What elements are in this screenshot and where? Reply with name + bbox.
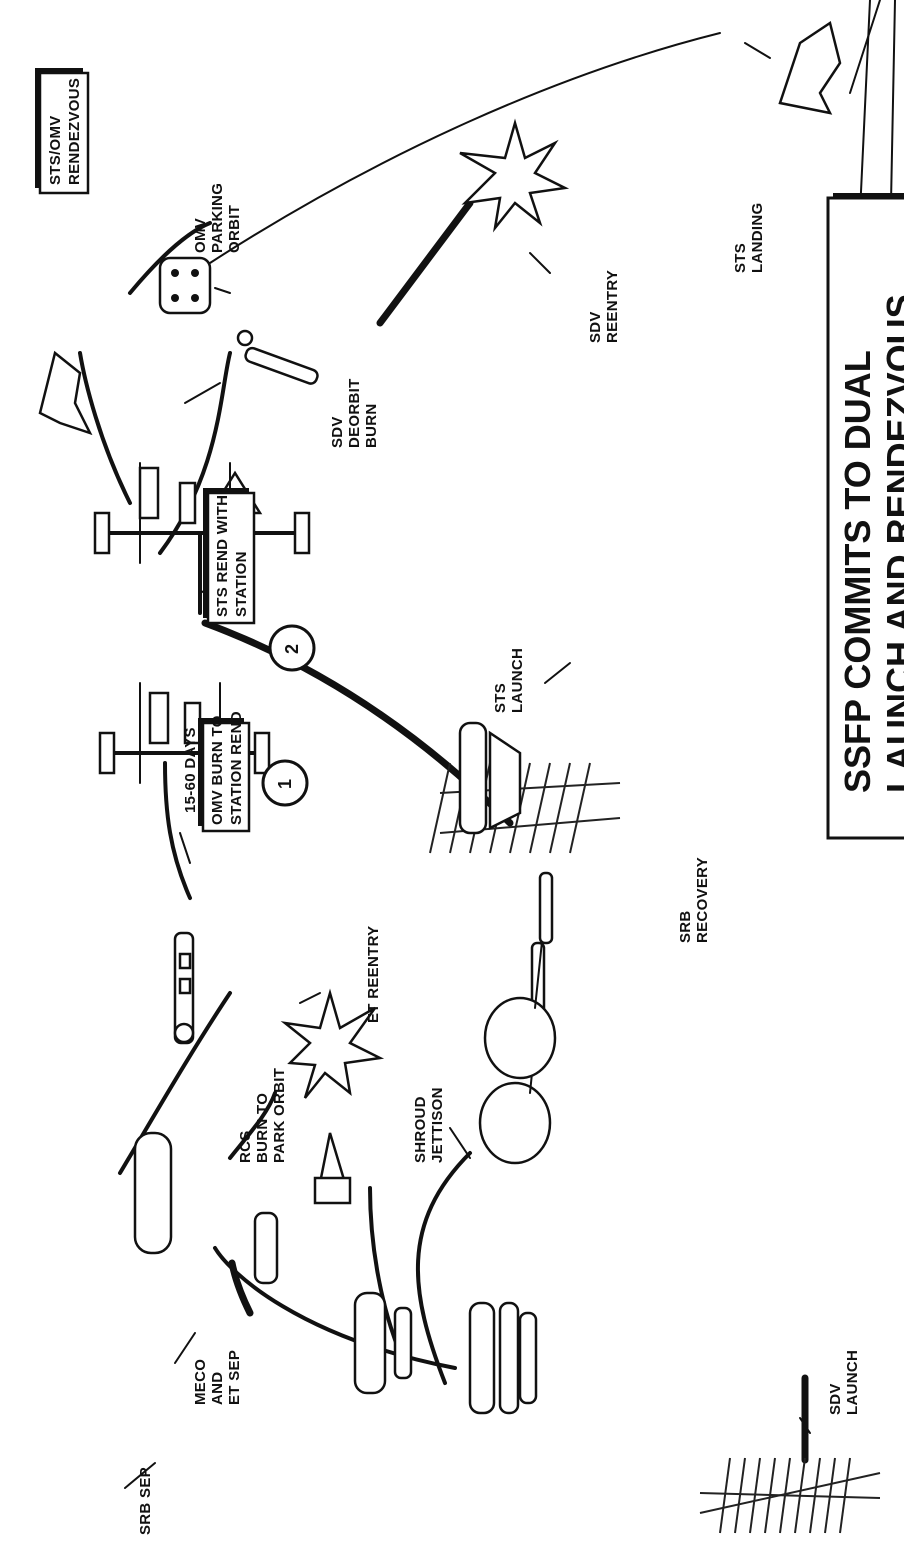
sdv-launch-label-1: SDV xyxy=(827,1383,844,1415)
headline-box: SSFP COMMITS TO DUAL LAUNCH AND RENDEZVO… xyxy=(826,193,904,840)
rcs-burn-path xyxy=(118,991,232,1175)
sts-launch-label-2: LAUNCH xyxy=(509,648,526,713)
et-reentry-label: ET REENTRY xyxy=(365,926,382,1023)
srb-recovery-label-1: SRB xyxy=(677,910,694,943)
omv-parking-label-2: PARKING xyxy=(209,183,226,253)
rcs-label-1: RCS xyxy=(237,1130,254,1163)
omv-burn-label-2: STATION REND xyxy=(228,711,245,825)
omv-return-path xyxy=(128,221,212,295)
shroud-label-2: JETTISON xyxy=(429,1087,446,1163)
meco-label: MECO xyxy=(192,1359,209,1405)
core-stage-icon xyxy=(353,1291,413,1395)
sdv-deorbit-label-2: DEORBIT xyxy=(346,378,363,448)
sts-launch-label-1: STS xyxy=(492,683,509,713)
sdv-launch-pad xyxy=(699,1457,881,1534)
omv-park-path xyxy=(78,351,132,505)
step-1-label: 1 xyxy=(275,779,295,789)
shroud-path xyxy=(368,1186,402,1355)
sts-landing-icon xyxy=(778,0,896,254)
sdv-vehicle-icon xyxy=(468,1301,538,1415)
omv-burn-label-1: OMV BURN TO xyxy=(209,715,226,825)
sdv-deorbit-label-3: BURN xyxy=(363,403,380,448)
step-2-label: 2 xyxy=(282,644,302,654)
omv-parking-icon xyxy=(158,256,212,315)
step-1-marker: 1 xyxy=(261,759,309,807)
srb-sep-path xyxy=(415,1151,472,1385)
labels: MECO AND ET SEP SRB SEP SDV LAUNCH RCS B… xyxy=(137,183,861,1535)
rcs-burn-path-2 xyxy=(228,1091,277,1160)
rcs-label-3: PARK ORBIT xyxy=(271,1068,288,1163)
sts-landing-label-1: STS xyxy=(732,243,749,273)
sdv-reentry-label-2: REENTRY xyxy=(604,270,621,343)
sts-landing-path xyxy=(209,32,721,264)
srb-recovery-icon xyxy=(478,871,557,1165)
omv-burn-path xyxy=(163,761,192,900)
sts-rend-label-1: STS REND WITH xyxy=(214,495,231,617)
sts-landing-label-2: LANDING xyxy=(749,203,766,273)
sdv-deorbit-label-1: SDV xyxy=(329,416,346,448)
external-tank-icon xyxy=(133,1131,173,1255)
payload-icon xyxy=(253,1132,352,1285)
srb-sep-label: SRB SEP xyxy=(137,1467,154,1535)
omv-parking-label-3: ORBIT xyxy=(226,205,243,253)
omv-burn-callout: OMV BURN TO STATION REND xyxy=(198,711,251,833)
and-label: AND xyxy=(209,1372,226,1405)
orbiter-icon xyxy=(38,350,93,436)
sts-rend-label-2: STATION xyxy=(233,551,250,617)
srb-recovery-label-2: RECOVERY xyxy=(694,857,711,943)
sdv-launch-label-2: LAUNCH xyxy=(844,1350,861,1415)
sts-omv-label-2: RENDEZVOUS xyxy=(66,78,83,185)
sdv-deorbit-icon xyxy=(236,329,319,385)
rcs-label-2: BURN TO xyxy=(254,1093,271,1163)
et-sep-arc xyxy=(228,1259,254,1317)
space-station-1-icon xyxy=(98,682,271,784)
et-reentry-burst-icon xyxy=(280,988,385,1099)
headline-line-1: SSFP COMMITS TO DUAL xyxy=(837,350,878,793)
days-label: 15-60 DAYS xyxy=(182,727,199,813)
sdv-reentry-label-1: SDV xyxy=(587,311,604,343)
sts-rend-callout: STS REND WITH STATION xyxy=(203,488,256,625)
omv-parking-label-1: OMV xyxy=(192,218,209,253)
step-2-marker: 2 xyxy=(268,624,316,672)
omv-payload-icon xyxy=(173,931,195,1045)
headline-line-2: LAUNCH AND RENDEZVOUS xyxy=(879,294,904,793)
sts-vehicle-icon xyxy=(458,721,522,835)
sdv-reentry-path xyxy=(376,199,474,327)
shroud-label-1: SHROUD xyxy=(412,1096,429,1163)
sdv-reentry-burst-icon xyxy=(459,118,570,233)
et-sep-label: ET SEP xyxy=(226,1350,243,1405)
sts-omv-rendezvous-callout: STS/OMV RENDEZVOUS xyxy=(35,68,90,195)
sts-omv-label-1: STS/OMV xyxy=(47,115,64,185)
